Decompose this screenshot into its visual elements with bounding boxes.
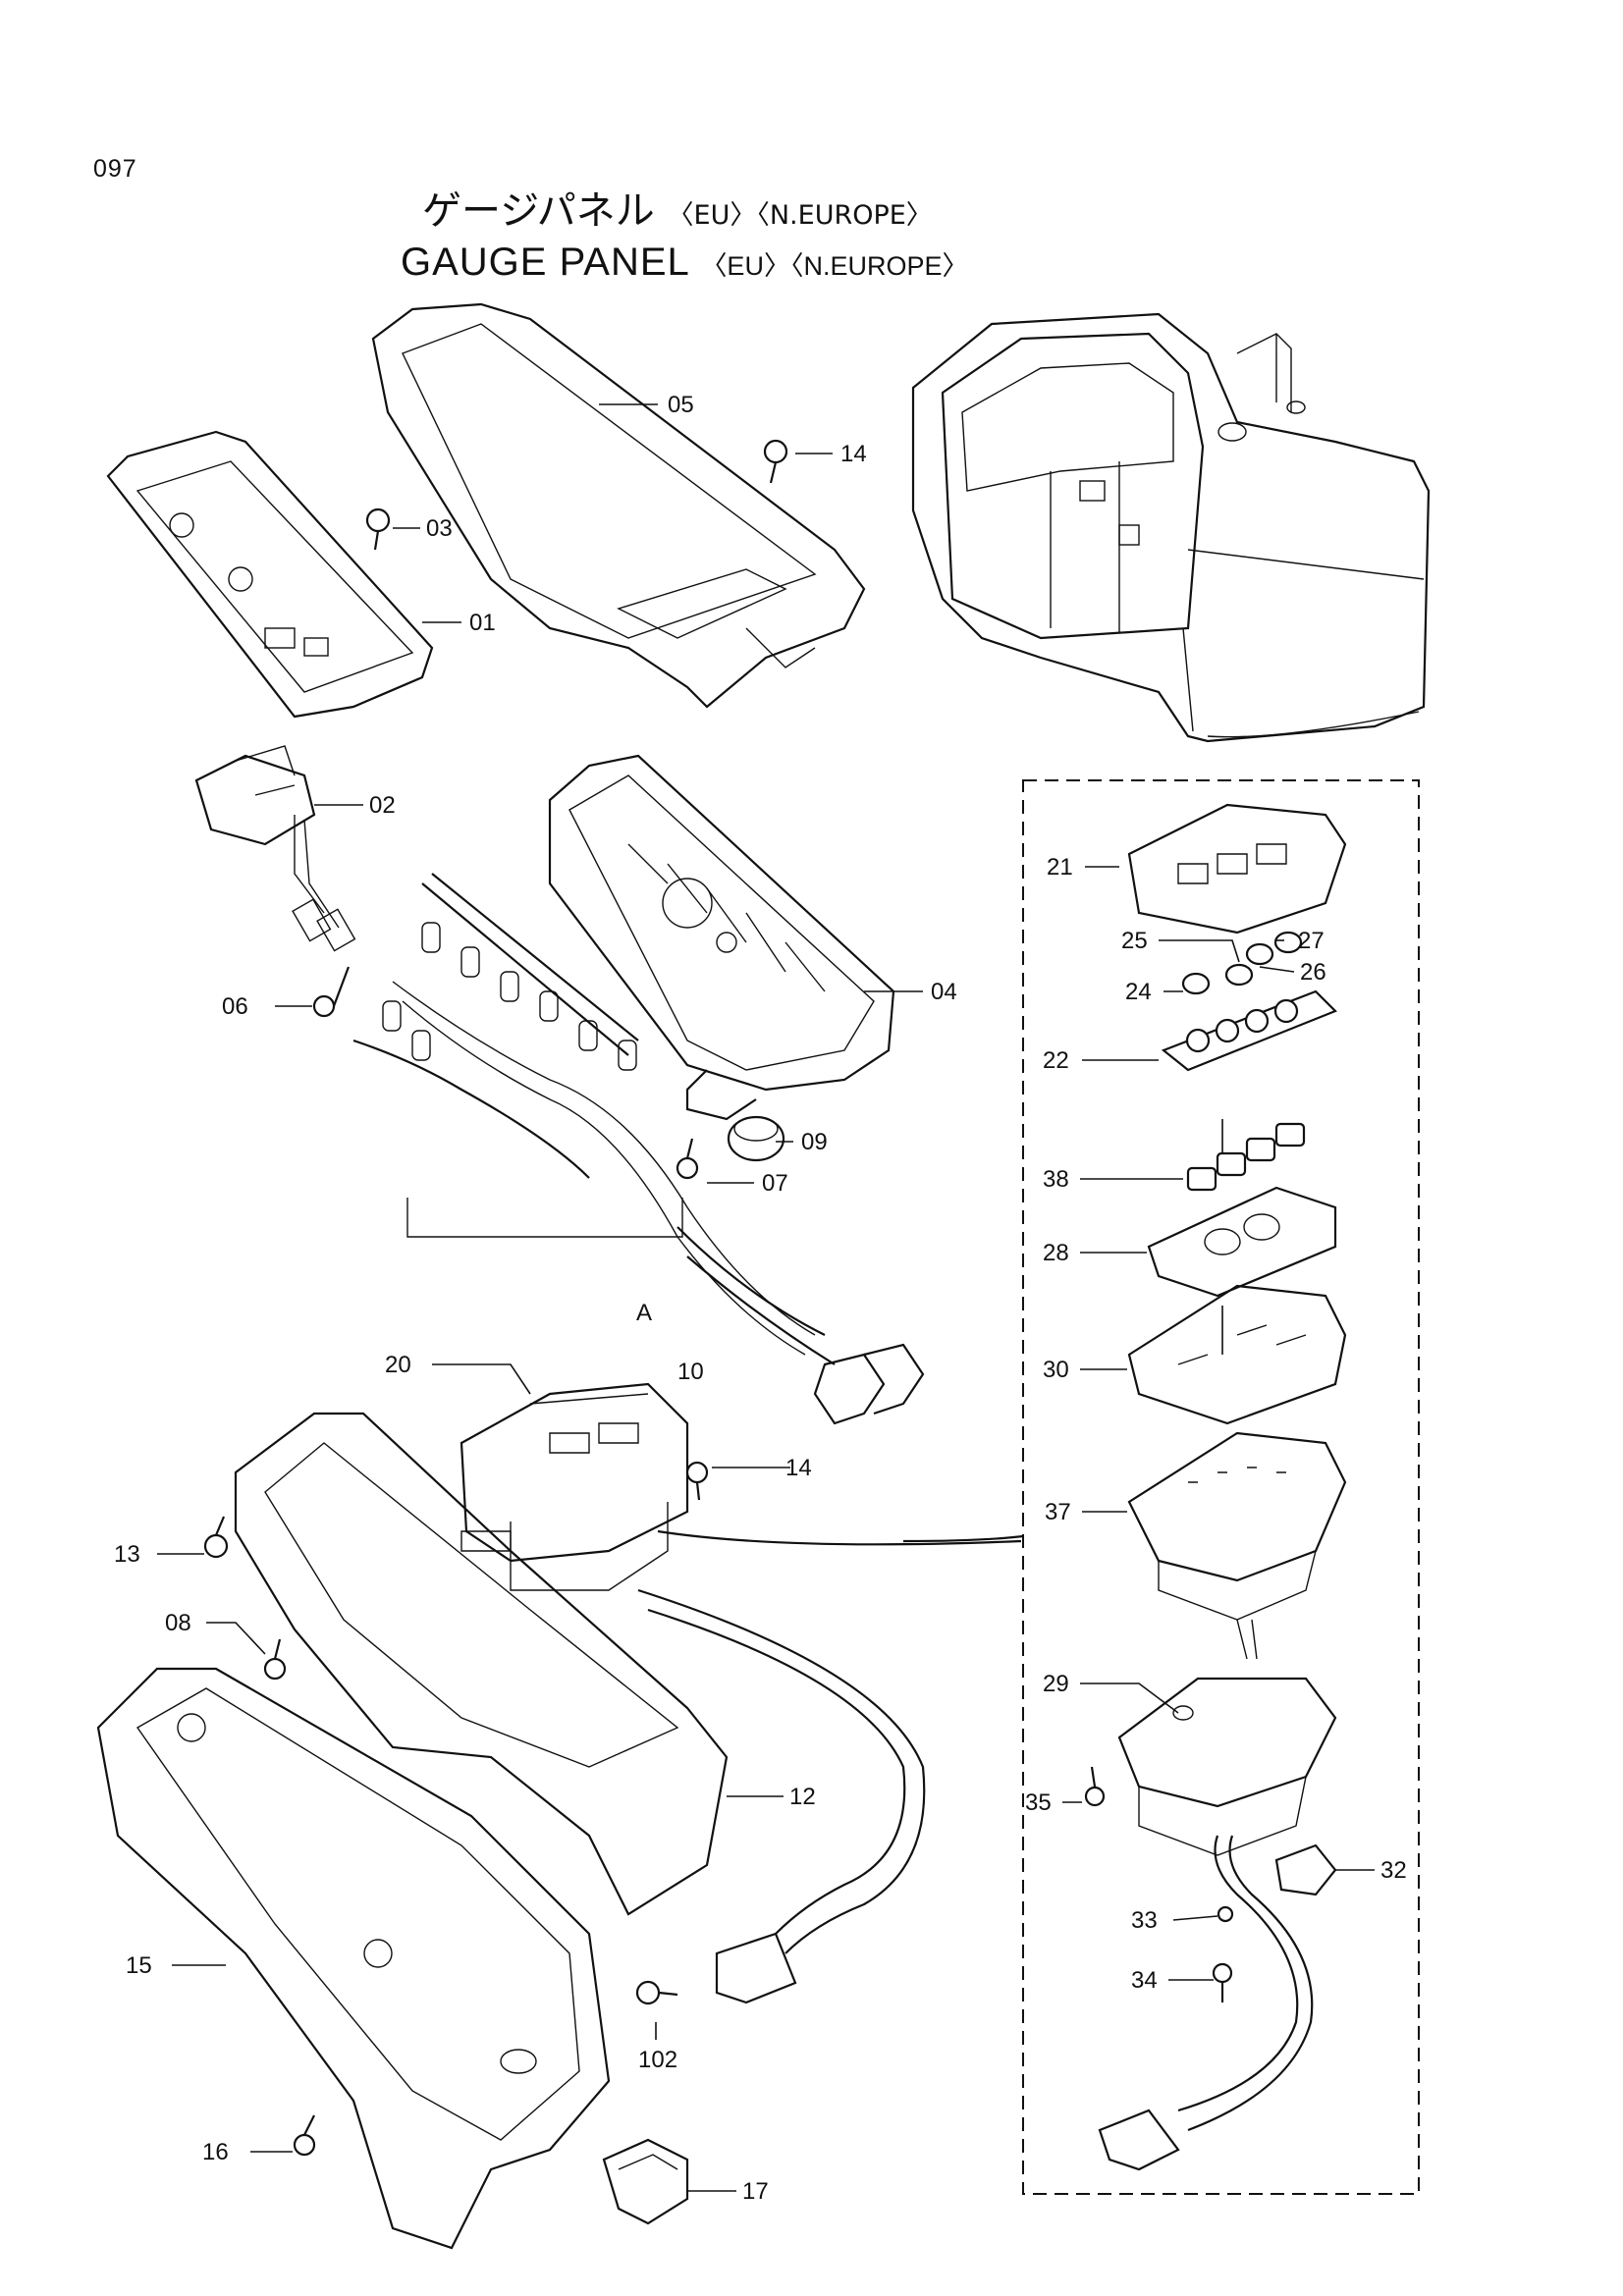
callout-22: 22 [1043,1047,1069,1074]
detail-harness-drawing [1084,1766,1314,2171]
part-17-plate-drawing [602,2138,689,2225]
callout-32: 32 [1380,1857,1407,1884]
callout-15: 15 [126,1952,152,1979]
callout-04: 04 [931,979,957,1005]
detail-parts-24-27-drawing [1181,931,1303,995]
callout-26: 26 [1300,959,1326,986]
callout-14-upper: 14 [840,441,867,467]
detail-part-28-drawing [1147,1186,1337,1298]
title-japanese: ゲージパネル 〈EU〉〈N.EUROPE〉 [422,179,933,236]
part-12-frame-drawing [234,1412,729,1916]
callout-33: 33 [1131,1907,1158,1934]
callout-08: 08 [165,1610,191,1636]
part-02-switch-drawing [194,745,356,952]
callout-07: 07 [762,1170,788,1197]
callout-16: 16 [202,2139,229,2165]
callout-01: 01 [469,610,496,636]
callout-05: 05 [668,392,694,418]
part-01-cover-drawing [106,430,434,719]
callout-12: 12 [789,1784,816,1810]
callout-labels: 05 14 03 01 02 06 04 07 09 A 10 20 14 13… [114,392,1407,2205]
part-15-cover-drawing [96,1667,611,2250]
callout-30: 30 [1043,1357,1069,1383]
detail-box-frame [1022,779,1420,2195]
callout-06: 06 [222,993,248,1020]
callout-21: 21 [1047,854,1073,881]
leader-lines [157,403,1375,2192]
page-number: 097 [93,155,137,183]
callout-03: 03 [426,515,453,542]
callout-09: 09 [801,1129,828,1155]
detail-part-21-drawing [1127,803,1347,934]
detail-part-32-drawing [1274,1843,1337,1896]
title-english: GAUGE PANEL 〈EU〉〈N.EUROPE〉 [401,240,968,285]
harness-terminals [382,922,637,1071]
title-jp-suffix: 〈EU〉〈N.EUROPE〉 [667,200,933,231]
callout-02: 02 [369,792,396,819]
part-20-control-unit-drawing [460,1382,1022,1591]
detail-part-38-drawing [1186,1122,1306,1192]
lower-harness-drawing [637,1588,926,2004]
callout-35: 35 [1025,1789,1052,1816]
callout-13: 13 [114,1541,140,1568]
screws-group-lower [203,1461,709,2157]
excavator-overview-drawing [911,312,1431,743]
callout-14-lower: 14 [785,1455,812,1481]
detail-part-37-drawing [1127,1431,1347,1660]
title-jp-text: ゲージパネル [422,188,655,234]
part-05-cover-drawing [371,302,866,709]
callout-28: 28 [1043,1240,1069,1266]
detail-part-29-drawing [1117,1677,1337,1856]
callout-25: 25 [1121,928,1148,954]
callout-27: 27 [1298,928,1325,954]
callout-A: A [636,1300,652,1326]
callout-17: 17 [742,2178,769,2205]
part-09-cap-drawing [727,1115,785,1162]
detail-part-22-drawing [1161,989,1337,1072]
callout-20: 20 [385,1352,411,1378]
title-en-suffix: 〈EU〉〈N.EUROPE〉 [700,251,969,281]
callout-37: 37 [1045,1499,1071,1525]
callout-38: 38 [1043,1166,1069,1193]
part-04-gauge-housing-drawing [548,754,895,1121]
callout-102: 102 [638,2047,677,2073]
callout-24: 24 [1125,979,1152,1005]
callout-10: 10 [677,1359,704,1385]
callout-29: 29 [1043,1671,1069,1697]
detail-part-30-drawing [1127,1284,1347,1425]
callout-34: 34 [1131,1967,1158,1994]
part-10-harness-drawing [352,873,925,1425]
title-en-text: GAUGE PANEL [401,240,689,284]
screws-group-upper [312,439,788,1180]
detail-connector-line [902,1534,1024,1543]
